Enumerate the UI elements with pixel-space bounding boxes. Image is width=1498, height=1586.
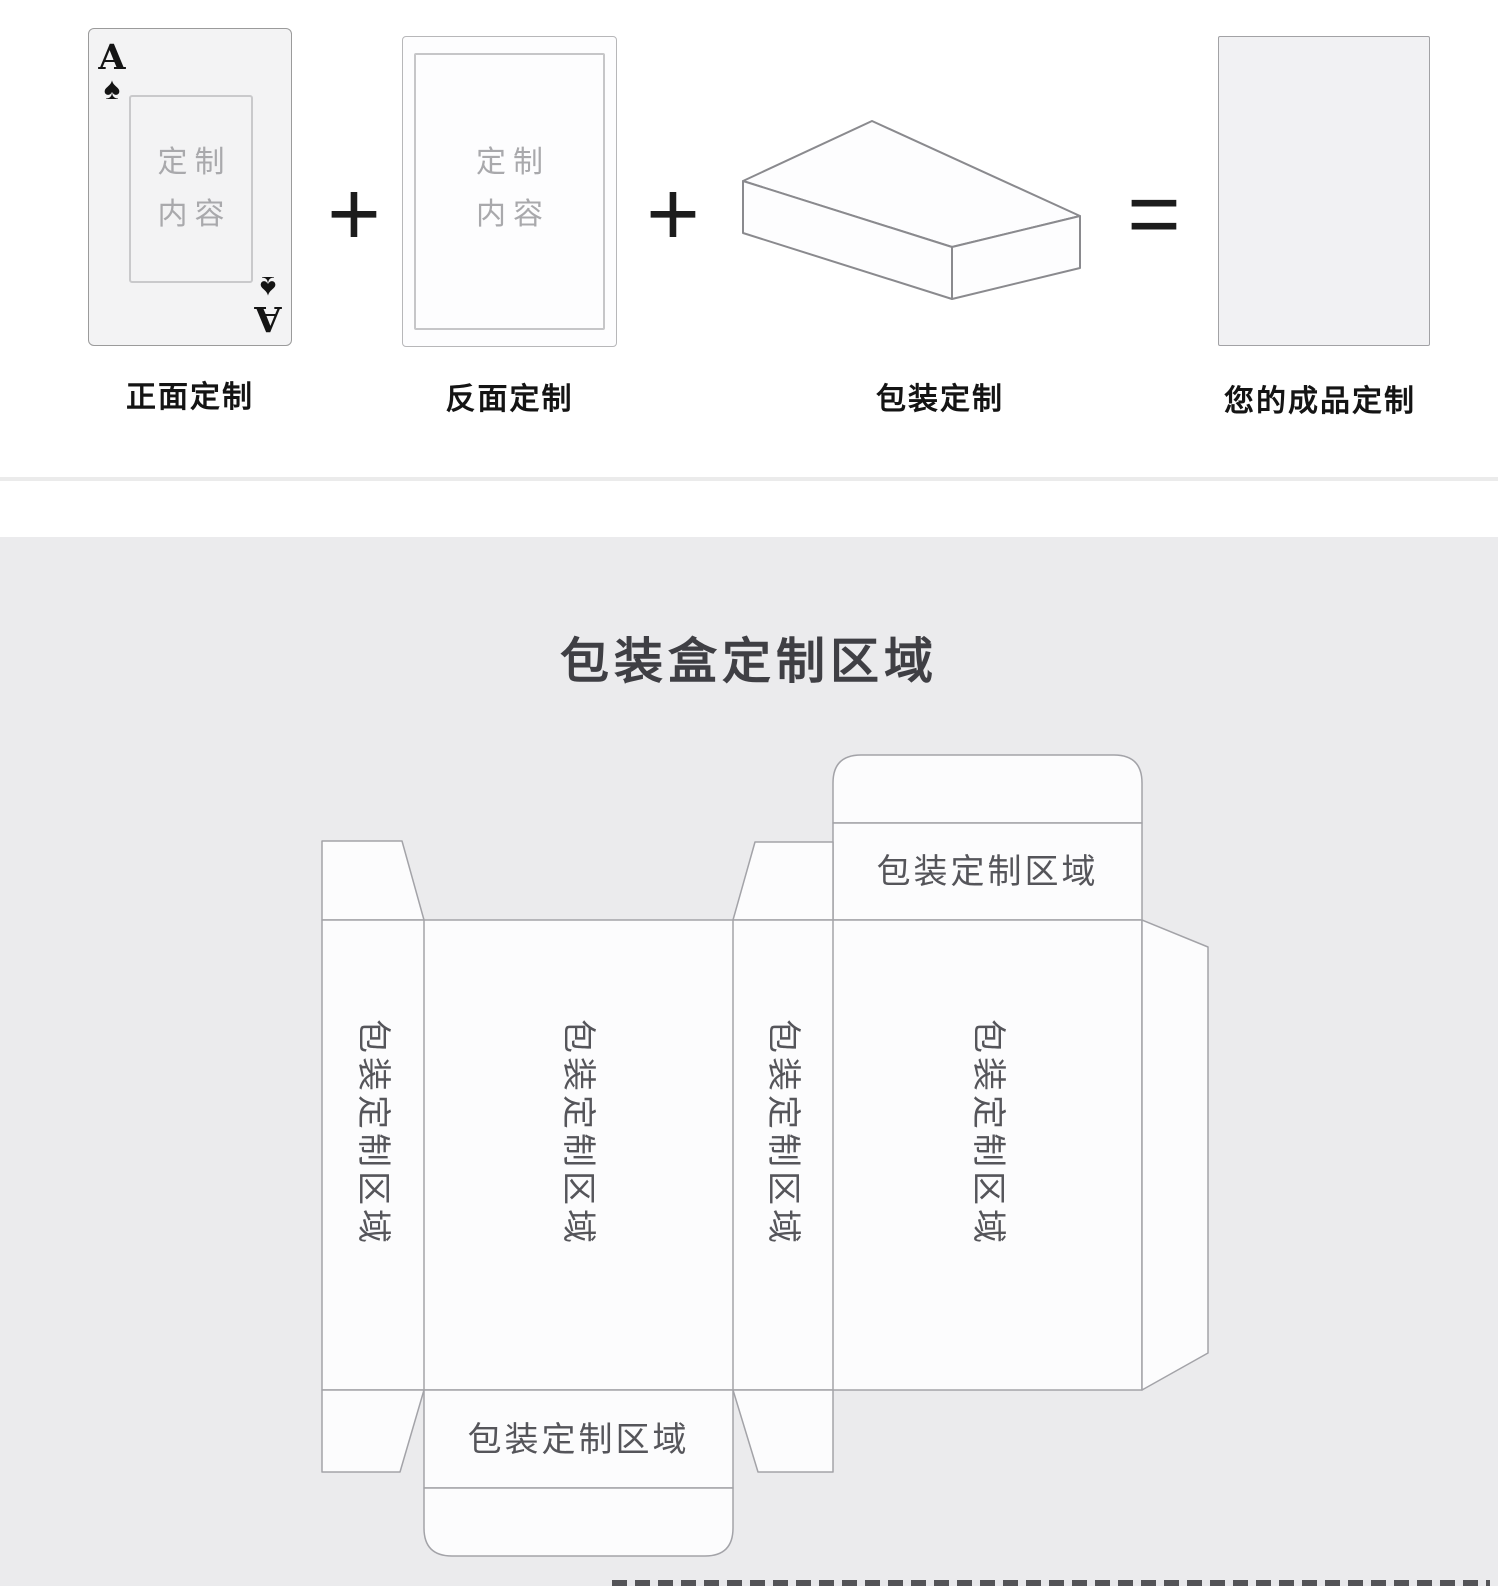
card-back-frame — [414, 53, 605, 330]
card-corner-top-left: A ♠ — [95, 37, 129, 106]
panel-custom-area-label: 包装定制区域 — [764, 1019, 802, 1247]
card-back-custom-area: 定制 内容 — [403, 137, 616, 241]
placeholder-line: 内容 — [476, 198, 550, 231]
spade-icon: ♠ — [259, 270, 277, 305]
finished-product-blank — [1218, 36, 1430, 346]
package-box-3d-drawing — [742, 120, 1081, 300]
bottom-dust-flap-left — [321, 1389, 425, 1473]
spade-icon: ♠ — [103, 71, 121, 106]
box-dieline-drawing — [321, 754, 1209, 1557]
placeholder-line: 定制 — [157, 146, 232, 179]
front-customization-label: 正面定制 — [126, 381, 254, 414]
bottom-tuck-flap — [423, 1487, 734, 1557]
panel-custom-area-label: 包装定制区域 — [559, 1019, 597, 1247]
bottom-lid-panel — [423, 1389, 734, 1489]
plus-operator: + — [646, 163, 700, 265]
top-dust-flap-left — [321, 840, 425, 921]
placeholder-line: 定制 — [476, 146, 550, 179]
back-customization-label: 反面定制 — [445, 383, 574, 416]
card-rank: A — [254, 298, 282, 339]
top-dust-flap-right — [732, 841, 834, 921]
finished-product-label: 您的成品定制 — [1224, 385, 1416, 418]
cropped-text-strip — [612, 1580, 1490, 1586]
card-front-custom-area: 定制 内容 — [129, 95, 253, 283]
dieline-main-body — [321, 919, 1143, 1391]
plus-operator: + — [327, 163, 381, 265]
box-right-face — [951, 215, 1081, 300]
equals-operator: = — [1127, 163, 1181, 265]
package-customization-label: 包装定制 — [876, 383, 1004, 416]
bottom-dust-flap-right — [732, 1389, 834, 1473]
glue-flap — [1141, 919, 1209, 1391]
playing-card-front: A ♠ 定制 内容 A ♠ — [88, 28, 292, 346]
top-lid-panel — [832, 822, 1143, 921]
playing-card-back: 定制 内容 — [402, 36, 617, 347]
top-flap-custom-area-label: 包装定制区域 — [876, 853, 1099, 891]
section-divider — [0, 477, 1498, 481]
panel-custom-area-label: 包装定制区域 — [969, 1019, 1007, 1247]
section-title: 包装盒定制区域 — [559, 635, 938, 689]
bottom-flap-custom-area-label: 包装定制区域 — [467, 1421, 690, 1459]
card-corner-bottom-right: A ♠ — [251, 270, 285, 339]
top-tuck-flap — [832, 754, 1143, 824]
card-rank: A — [98, 37, 126, 78]
placeholder-line: 内容 — [157, 198, 232, 231]
panel-custom-area-label: 包装定制区域 — [354, 1019, 392, 1247]
